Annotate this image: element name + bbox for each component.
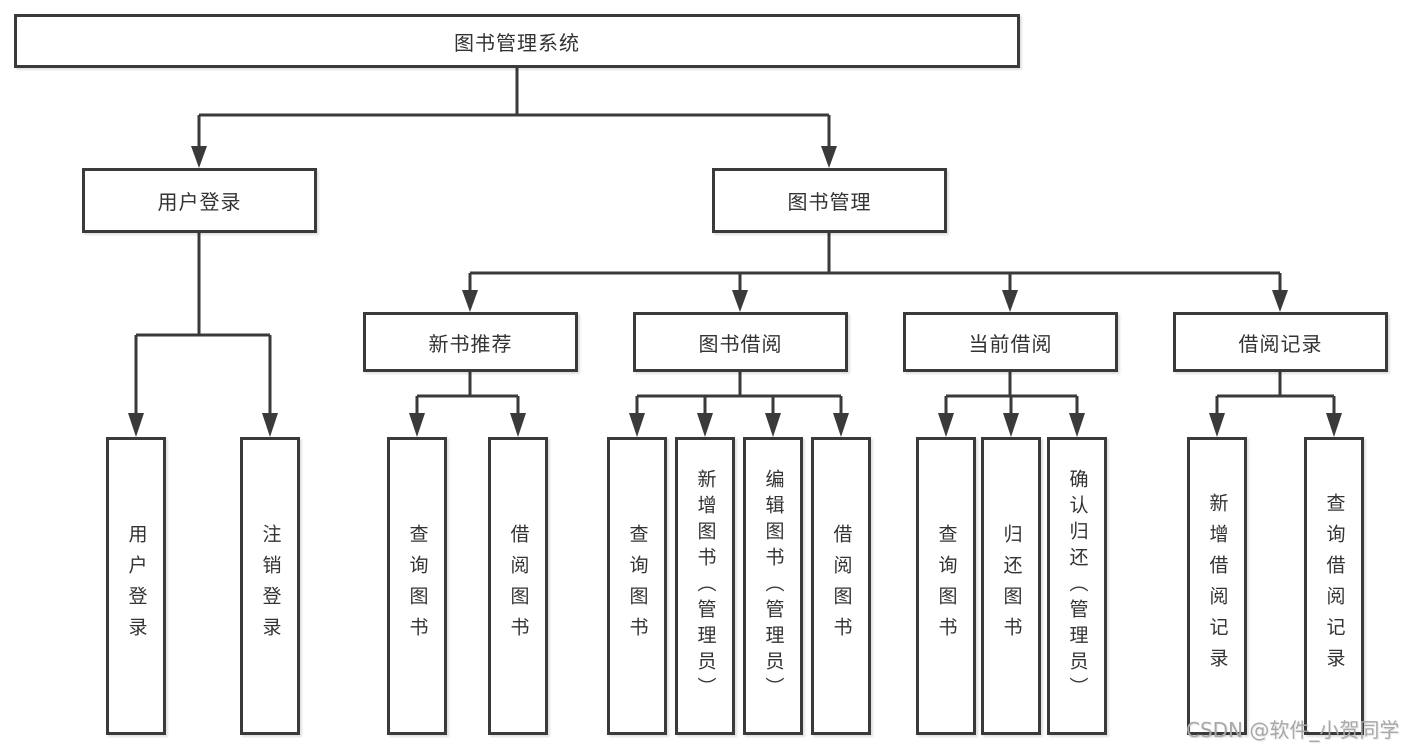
node-borrow-records: 借阅记录 — [1173, 312, 1388, 372]
leaf-label: 新增图书（管理员） — [694, 469, 717, 703]
arrowhead — [510, 413, 526, 437]
arrowhead — [1069, 413, 1085, 437]
arrowhead — [262, 413, 278, 437]
watermark: CSDN @软件_小贺同学 — [1186, 718, 1400, 742]
connector-current-borrow — [944, 372, 1079, 415]
leaf-add-books-admin: 新增图书（管理员） — [675, 437, 735, 735]
leaf-query-borrow-record: 查询借阅记录 — [1304, 437, 1364, 735]
leaf-label: 用户登录 — [125, 524, 148, 648]
arrowhead — [732, 290, 748, 312]
connector-user-login — [134, 233, 272, 414]
arrowhead — [938, 413, 954, 437]
node-book-borrow: 图书借阅 — [633, 312, 848, 372]
leaf-label: 查询图书 — [406, 524, 429, 648]
arrowhead — [409, 413, 425, 437]
arrowhead — [821, 146, 837, 168]
arrowheads — [128, 146, 1342, 437]
leaf-add-borrow-record: 新增借阅记录 — [1187, 437, 1247, 735]
leaf-query-books-recommend: 查询图书 — [387, 437, 447, 735]
leaf-query-books-current: 查询图书 — [916, 437, 976, 735]
arrowhead — [1326, 413, 1342, 437]
root-node-library-system: 图书管理系统 — [14, 14, 1020, 68]
arrowhead — [1002, 290, 1018, 312]
node-new-book-recommend: 新书推荐 — [363, 312, 578, 372]
arrowhead — [629, 413, 645, 437]
node-label: 图书管理 — [787, 190, 872, 214]
node-current-borrow: 当前借阅 — [903, 312, 1118, 372]
leaf-user-login: 用户登录 — [106, 437, 166, 735]
node-label: 借阅记录 — [1238, 331, 1323, 356]
node-book-management: 图书管理 — [712, 168, 947, 233]
leaf-edit-books-admin: 编辑图书（管理员） — [743, 437, 803, 735]
connector-root — [197, 68, 831, 148]
leaf-label: 借阅图书 — [507, 524, 530, 648]
leaf-label: 确认归还（管理员） — [1066, 469, 1089, 703]
leaf-label: 新增借阅记录 — [1206, 493, 1229, 679]
arrowhead — [191, 146, 207, 168]
node-user-login: 用户登录 — [82, 168, 317, 233]
leaf-label: 注销登录 — [259, 524, 282, 648]
connector-new-book-recommend — [415, 372, 520, 415]
arrowhead — [833, 413, 849, 437]
connector-book-management — [468, 233, 1282, 291]
leaf-logout: 注销登录 — [240, 437, 300, 735]
node-label: 图书借阅 — [698, 331, 783, 356]
leaf-borrow-books-recommend: 借阅图书 — [488, 437, 548, 735]
leaf-label: 归还图书 — [1000, 524, 1023, 648]
node-label: 新书推荐 — [428, 331, 513, 356]
root-node-label: 图书管理系统 — [454, 30, 580, 55]
arrowhead — [697, 413, 713, 437]
connector-book-borrow — [635, 372, 843, 415]
arrowhead — [462, 290, 478, 312]
node-label: 用户登录 — [157, 190, 242, 214]
leaf-confirm-return-admin: 确认归还（管理员） — [1047, 437, 1107, 735]
arrowhead — [1209, 413, 1225, 437]
leaf-label: 查询图书 — [626, 524, 649, 648]
leaf-return-books: 归还图书 — [981, 437, 1041, 735]
arrowhead — [1272, 290, 1288, 312]
connector-borrow-records — [1215, 372, 1336, 415]
arrowhead — [1003, 413, 1019, 437]
arrowhead — [128, 413, 144, 437]
leaf-label: 编辑图书（管理员） — [762, 469, 785, 703]
leaf-label: 查询借阅记录 — [1323, 493, 1346, 679]
arrowhead — [765, 413, 781, 437]
node-label: 当前借阅 — [968, 331, 1053, 356]
leaf-borrow-books: 借阅图书 — [811, 437, 871, 735]
leaf-label: 借阅图书 — [830, 524, 853, 648]
leaf-query-books-borrow: 查询图书 — [607, 437, 667, 735]
leaf-label: 查询图书 — [935, 524, 958, 648]
